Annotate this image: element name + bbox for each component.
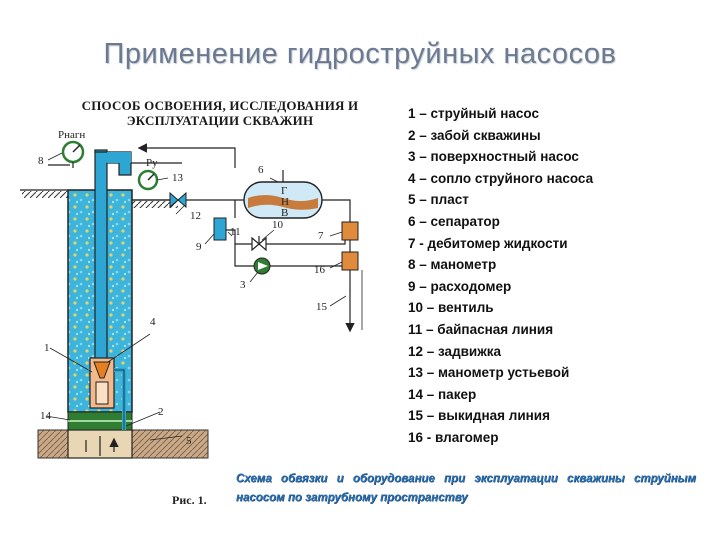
callout-2: 2 <box>158 406 164 418</box>
callout-11: 11 <box>230 226 241 238</box>
gauge-wellhead-label: Ру <box>146 157 158 169</box>
valve-12 <box>169 191 187 209</box>
slide-title: Применение гидроструйных насосов <box>103 38 617 70</box>
legend-item: 3 – поверхностный насос <box>408 149 579 165</box>
legend-item: 6 – сепаратор <box>408 213 500 229</box>
diagram-caption: Схема обвязки и оборудование при эксплуа… <box>236 473 696 504</box>
separator: Г Н В <box>243 170 323 219</box>
legend-item: 9 – расходомер <box>408 278 512 294</box>
legend-item: 13 – манометр устьевой <box>408 365 570 381</box>
legend-item: 8 – манометр <box>408 257 497 273</box>
legend-item: 15 – выкидная линия <box>408 408 550 424</box>
legend-item: 5 – пласт <box>408 192 469 208</box>
separator-phase-oil: Н <box>281 196 289 208</box>
legend-item: 4 – сопло струйного насоса <box>408 170 594 186</box>
moisture-meter <box>341 251 359 271</box>
jet-pump <box>89 357 126 430</box>
legend-item: 1 – струйный насос <box>408 106 539 121</box>
callout-3: 3 <box>240 279 246 291</box>
callout-5: 5 <box>186 435 192 447</box>
surface-pump <box>253 257 271 275</box>
gauge-injection-label: Рнагн <box>58 129 85 141</box>
gauge-injection: Рнагн <box>58 129 85 168</box>
legend-item: 11 – байпасная линия <box>408 321 554 337</box>
method-title: СПОСОБ ОСВОЕНИЯ, ИССЛЕДОВАНИЯ И ЭКСПЛУАТ… <box>81 98 359 128</box>
callout-8: 8 <box>38 155 44 167</box>
legend-list: 1 – струйный насос 2 – забой скважины 3 … <box>408 103 593 449</box>
tubing-string <box>94 149 108 361</box>
callout-1: 1 <box>44 342 50 354</box>
callout-9: 9 <box>196 241 202 253</box>
liquid-flowmeter <box>341 221 359 241</box>
callout-12: 12 <box>190 210 201 222</box>
legend-item: 14 – пакер <box>408 386 477 402</box>
separator-phase-water: В <box>281 207 288 219</box>
callout-16: 16 <box>314 264 326 276</box>
figure-label: Рис. 1. <box>172 493 207 507</box>
callout-6: 6 <box>258 164 264 176</box>
legend-item: 16 - влагомер <box>408 429 499 445</box>
gauge-wellhead: Ру <box>137 157 159 191</box>
separator-phase-gas: Г <box>281 185 287 197</box>
callout-13: 13 <box>172 172 184 184</box>
legend-item: 10 – вентиль <box>408 300 494 316</box>
callout-4: 4 <box>150 316 156 328</box>
flow-meter <box>213 217 227 241</box>
callout-15: 15 <box>316 301 328 313</box>
callout-14: 14 <box>40 410 52 422</box>
callout-leaders <box>45 152 347 441</box>
legend-item: 7 - дебитомер жидкости <box>408 235 568 251</box>
legend-item: 12 – задвижка <box>408 343 502 359</box>
callout-10: 10 <box>272 219 284 231</box>
legend-item: 2 – забой скважины <box>408 127 541 143</box>
callout-7: 7 <box>318 230 324 242</box>
